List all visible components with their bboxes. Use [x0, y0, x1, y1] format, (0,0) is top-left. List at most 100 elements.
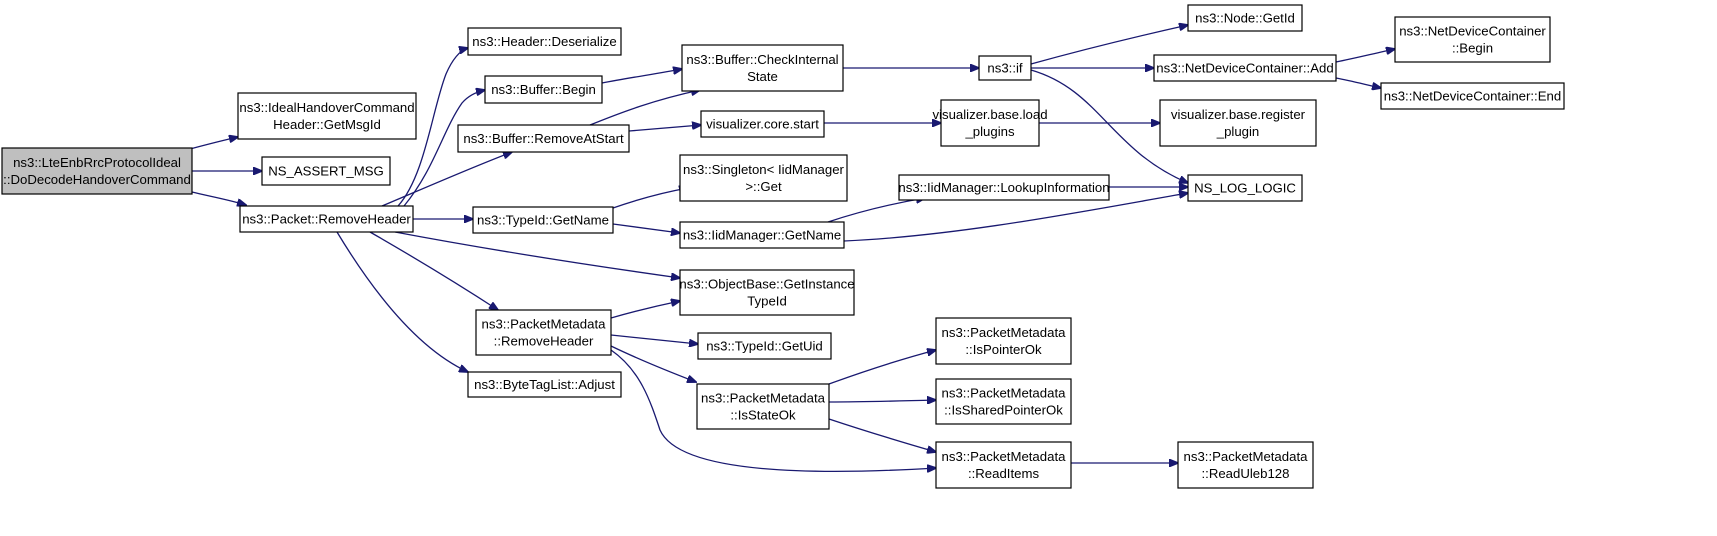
node-label: ns3::LteEnbRrcProtocolIdeal: [13, 155, 181, 170]
edge-pmremove-to-getuid: [610, 334, 698, 344]
node-box: [1394, 16, 1551, 63]
node-singleton[interactable]: ns3::Singleton< IidManager>::Get: [679, 154, 848, 202]
node-deserialize[interactable]: ns3::Header::Deserialize: [467, 27, 622, 56]
node-isstateok[interactable]: ns3::PacketMetadata::IsStateOk: [696, 383, 830, 430]
node-label: ns3::Buffer::RemoveAtStart: [463, 131, 624, 146]
node-nodegetid[interactable]: ns3::Node::GetId: [1187, 4, 1303, 32]
edge-bufbegin-to-checkinternal: [601, 69, 682, 84]
node-label: TypeId: [747, 294, 787, 309]
node-label: ns3::Buffer::CheckInternal: [686, 52, 838, 67]
edge-ndcadd-to-ndcend: [1335, 77, 1381, 88]
node-box: [700, 110, 825, 138]
node-ndcend[interactable]: ns3::NetDeviceContainer::End: [1380, 82, 1565, 110]
nodes-layer: ns3::LteEnbRrcProtocolIdeal::DoDecodeHan…: [1, 4, 1565, 489]
node-box: [457, 124, 630, 153]
node-label: ns3::TypeId::GetUid: [706, 339, 823, 354]
node-box: [679, 269, 855, 316]
node-label: NS_LOG_LOGIC: [1194, 181, 1296, 196]
node-box: [261, 156, 391, 186]
edge-typeidname-to-iidgetname: [612, 223, 680, 233]
node-adjust[interactable]: ns3::ByteTagList::Adjust: [467, 371, 622, 398]
edge-pmremove-to-readitems: [610, 349, 936, 471]
node-box: [472, 206, 614, 234]
node-box: [1380, 82, 1565, 110]
edge-isstateok-to-issharedok: [828, 400, 936, 402]
node-label: ns3::Packet::RemoveHeader: [242, 212, 411, 227]
node-lookup[interactable]: ns3::IidManager::LookupInformation: [898, 174, 1110, 201]
node-label: ns3::IdealHandoverCommand: [239, 100, 414, 115]
node-label: >::Get: [745, 179, 782, 194]
node-label: ns3::NetDeviceContainer::Add: [1156, 61, 1333, 76]
edge-removeheader-to-removeatstart: [381, 152, 512, 207]
node-box: [940, 99, 1040, 147]
node-box: [935, 317, 1072, 365]
node-label: ns3::PacketMetadata: [942, 449, 1067, 464]
node-box: [681, 44, 844, 92]
node-label: ::IsStateOk: [730, 408, 796, 423]
node-iidgetname[interactable]: ns3::IidManager::GetName: [679, 221, 845, 249]
node-getuid[interactable]: ns3::TypeId::GetUid: [697, 332, 832, 360]
node-removeheader[interactable]: ns3::Packet::RemoveHeader: [239, 205, 414, 233]
node-nsif[interactable]: ns3::if: [978, 55, 1032, 81]
node-box: [484, 75, 603, 104]
node-label: NS_ASSERT_MSG: [268, 164, 384, 179]
node-ndcadd[interactable]: ns3::NetDeviceContainer::Add: [1153, 54, 1337, 82]
node-label: ::DoDecodeHandoverCommand: [3, 172, 191, 187]
node-label: ::IsPointerOk: [965, 342, 1042, 357]
edge-root-to-removeheader: [191, 191, 246, 205]
node-bufbegin[interactable]: ns3::Buffer::Begin: [484, 75, 603, 104]
node-label: ::ReadItems: [968, 466, 1040, 481]
node-box: [1187, 174, 1303, 202]
node-nslog[interactable]: NS_LOG_LOGIC: [1187, 174, 1303, 202]
node-label: ::Begin: [1452, 41, 1493, 56]
node-label: ns3::Singleton< IidManager: [683, 162, 845, 177]
node-assert[interactable]: NS_ASSERT_MSG: [261, 156, 391, 186]
node-box: [679, 154, 848, 202]
node-removeatstart[interactable]: ns3::Buffer::RemoveAtStart: [457, 124, 630, 153]
node-typeidname[interactable]: ns3::TypeId::GetName: [472, 206, 614, 234]
node-label: ns3::PacketMetadata: [942, 386, 1067, 401]
edge-typeidname-to-singleton: [612, 188, 688, 209]
node-box: [696, 383, 830, 430]
node-label: ns3::IidManager::GetName: [683, 228, 841, 243]
edge-removeheader-to-deserialize: [397, 48, 468, 207]
edge-iidgetname-to-lookup: [827, 198, 925, 223]
node-label: ns3::PacketMetadata: [701, 391, 826, 406]
node-pmremove[interactable]: ns3::PacketMetadata::RemoveHeader: [475, 309, 612, 356]
node-label: Header::GetMsgId: [273, 117, 381, 132]
node-box: [1153, 54, 1337, 82]
node-box: [475, 309, 612, 356]
node-loadplugins[interactable]: visualizer.base.load_plugins: [932, 99, 1048, 147]
node-root[interactable]: ns3::LteEnbRrcProtocolIdeal::DoDecodeHan…: [1, 147, 193, 195]
node-readuleb[interactable]: ns3::PacketMetadata::ReadUleb128: [1177, 441, 1314, 489]
node-label: ::RemoveHeader: [494, 334, 594, 349]
node-registerplugin[interactable]: visualizer.base.register_plugin: [1159, 99, 1317, 147]
node-box: [679, 221, 845, 249]
node-getmsgid[interactable]: ns3::IdealHandoverCommandHeader::GetMsgI…: [237, 92, 417, 140]
edge-isstateok-to-readitems: [828, 418, 936, 452]
node-box: [467, 371, 622, 398]
node-issharedok[interactable]: ns3::PacketMetadata::IsSharedPointerOk: [935, 378, 1072, 425]
node-box: [237, 92, 417, 140]
node-label: ns3::ByteTagList::Adjust: [474, 377, 615, 392]
node-readitems[interactable]: ns3::PacketMetadata::ReadItems: [935, 441, 1072, 489]
node-label: ns3::TypeId::GetName: [477, 213, 609, 228]
node-ispointerok[interactable]: ns3::PacketMetadata::IsPointerOk: [935, 317, 1072, 365]
edge-ndcadd-to-ndcbegin: [1335, 49, 1395, 63]
edge-removeheader-to-bufbegin: [403, 90, 485, 207]
edge-removeheader-to-pmremove: [369, 231, 498, 310]
node-label: ns3::Buffer::Begin: [491, 82, 596, 97]
node-label: ::ReadUleb128: [1202, 466, 1290, 481]
node-vcorestart[interactable]: visualizer.core.start: [700, 110, 825, 138]
node-label: State: [747, 69, 778, 84]
edge-removeheader-to-getinstance: [394, 231, 680, 278]
node-box: [978, 55, 1032, 81]
node-label: visualizer.base.register: [1171, 107, 1306, 122]
edge-root-to-getmsgid: [189, 137, 238, 150]
node-box: [935, 441, 1072, 489]
node-ndcbegin[interactable]: ns3::NetDeviceContainer::Begin: [1394, 16, 1551, 63]
node-label: ns3::IidManager::LookupInformation: [898, 180, 1109, 195]
